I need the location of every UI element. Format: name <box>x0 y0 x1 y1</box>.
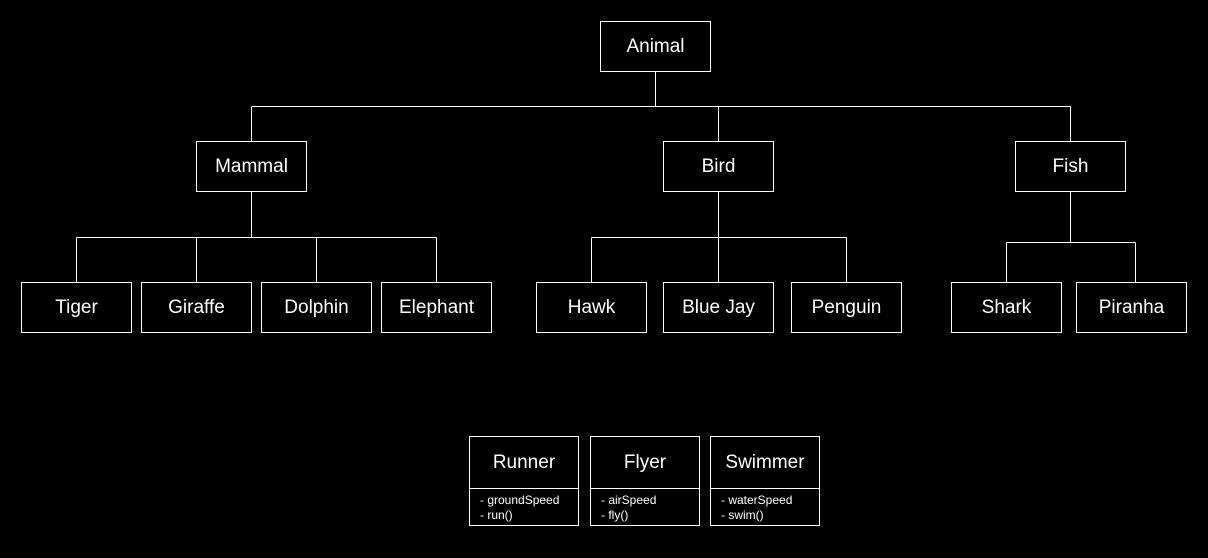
node-mammal[interactable]: Mammal <box>196 141 307 192</box>
node-shark[interactable]: Shark <box>951 282 1062 333</box>
node-fish[interactable]: Fish <box>1015 141 1126 192</box>
node-label: Shark <box>981 296 1032 318</box>
node-animal[interactable]: Animal <box>600 21 711 72</box>
node-tiger[interactable]: Tiger <box>21 282 132 333</box>
node-label: Blue Jay <box>682 296 755 318</box>
interface-member: - airSpeed <box>601 493 657 507</box>
interface-members: - groundSpeed - run() <box>470 489 578 523</box>
node-label: Tiger <box>55 296 98 318</box>
node-hawk[interactable]: Hawk <box>536 282 647 333</box>
node-label: Bird <box>701 155 736 177</box>
node-label: Mammal <box>215 155 288 177</box>
interface-runner[interactable]: Runner - groundSpeed - run() <box>469 436 579 526</box>
node-giraffe[interactable]: Giraffe <box>141 282 252 333</box>
node-label: Fish <box>1052 155 1089 177</box>
interface-swimmer[interactable]: Swimmer - waterSpeed - swim() <box>710 436 820 526</box>
interface-members: - waterSpeed - swim() <box>711 489 819 523</box>
node-label: Penguin <box>811 296 882 318</box>
node-penguin[interactable]: Penguin <box>791 282 902 333</box>
node-label: Hawk <box>567 296 616 318</box>
node-label: Giraffe <box>168 296 225 318</box>
interface-member: - fly() <box>601 508 629 522</box>
interface-member: - waterSpeed <box>721 493 793 507</box>
interface-member: - swim() <box>721 508 764 522</box>
interface-member: - run() <box>480 508 513 522</box>
node-label: Animal <box>626 35 685 57</box>
node-piranha[interactable]: Piranha <box>1076 282 1187 333</box>
node-elephant[interactable]: Elephant <box>381 282 492 333</box>
interface-member: - groundSpeed <box>480 493 560 507</box>
node-blue-jay[interactable]: Blue Jay <box>663 282 774 333</box>
node-label: Dolphin <box>284 296 349 318</box>
interface-flyer[interactable]: Flyer - airSpeed - fly() <box>590 436 700 526</box>
node-label: Elephant <box>398 296 474 318</box>
node-label: Piranha <box>1098 296 1165 318</box>
node-dolphin[interactable]: Dolphin <box>261 282 372 333</box>
interface-title: Flyer <box>591 437 699 489</box>
interface-title: Swimmer <box>711 437 819 489</box>
node-bird[interactable]: Bird <box>663 141 774 192</box>
interface-title: Runner <box>470 437 578 489</box>
interface-members: - airSpeed - fly() <box>591 489 699 523</box>
